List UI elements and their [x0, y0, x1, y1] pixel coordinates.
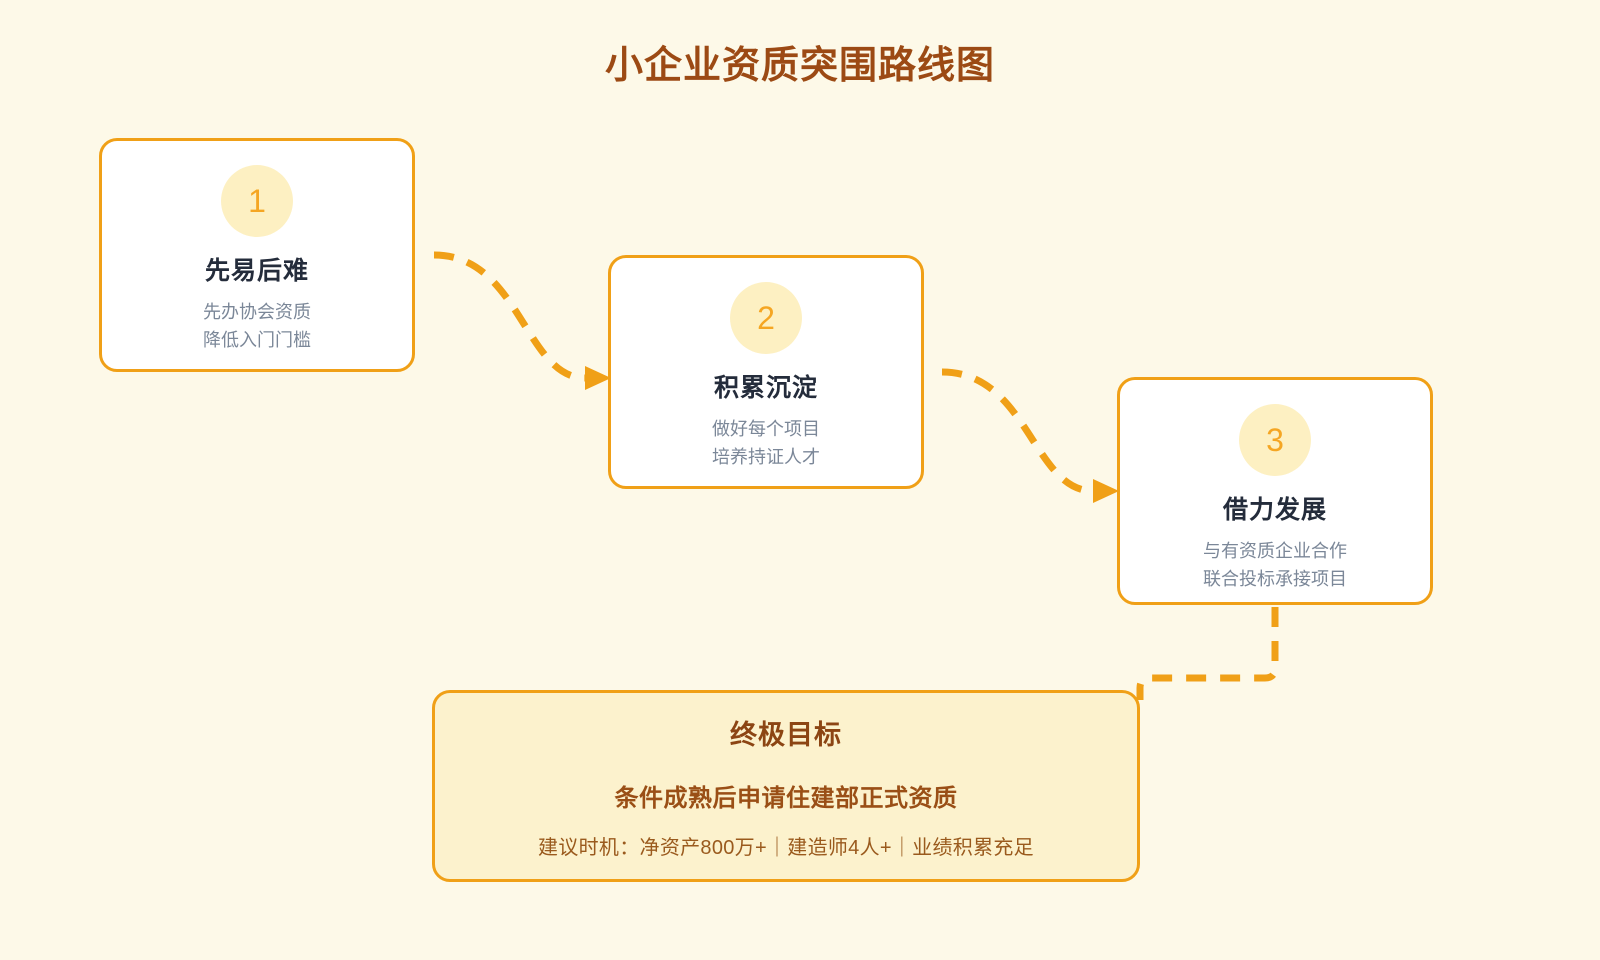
- step-title-1: 先易后难: [204, 257, 309, 285]
- step-card-2[interactable]: 2 积累沉淀 做好每个项目 培养持证人才: [608, 255, 924, 489]
- step-description-2: 做好每个项目 培养持证人才: [712, 416, 820, 472]
- step-title-2: 积累沉淀: [713, 374, 818, 402]
- step-number-badge-2: 2: [730, 282, 802, 354]
- step-number-2: 2: [757, 300, 775, 336]
- step-number-badge-3: 3: [1239, 404, 1311, 476]
- step-card-3[interactable]: 3 借力发展 与有资质企业合作 联合投标承接项目: [1117, 377, 1433, 605]
- step-description-line-1: 先办协会资质: [203, 302, 311, 322]
- connector-step2-to-step3-path: [941, 368, 1094, 495]
- step-number-3: 3: [1266, 422, 1284, 458]
- connector-step3-to-goal-path: [1136, 607, 1279, 700]
- step-description-line-1: 做好每个项目: [712, 419, 820, 439]
- step-description-1: 先办协会资质 降低入门门槛: [203, 299, 311, 355]
- step-card-1[interactable]: 1 先易后难 先办协会资质 降低入门门槛: [99, 138, 415, 372]
- goal-sub-text: 建议时机：净资产800万+｜建造师4人+｜业绩积累充足: [538, 836, 1034, 859]
- goal-main-text: 条件成熟后申请住建部正式资质: [614, 784, 958, 812]
- step-description-3: 与有资质企业合作 联合投标承接项目: [1203, 538, 1347, 594]
- step-number-badge-1: 1: [221, 165, 293, 237]
- step-title-3: 借力发展: [1222, 496, 1327, 524]
- connector-step1-to-step2-path: [433, 251, 586, 382]
- step-description-line-2: 培养持证人才: [712, 446, 820, 467]
- step-description-line-1: 与有资质企业合作: [1203, 541, 1347, 561]
- step-description-line-2: 降低入门门槛: [203, 329, 311, 350]
- goal-title: 终极目标: [730, 719, 842, 750]
- connector-step2-to-step3-arrowhead: [1093, 479, 1119, 503]
- step-number-1: 1: [248, 183, 266, 219]
- step-description-line-2: 联合投标承接项目: [1203, 568, 1347, 589]
- goal-box[interactable]: 终极目标 条件成熟后申请住建部正式资质 建议时机：净资产800万+｜建造师4人+…: [432, 690, 1140, 882]
- page-title: 小企业资质突围路线图: [604, 45, 995, 87]
